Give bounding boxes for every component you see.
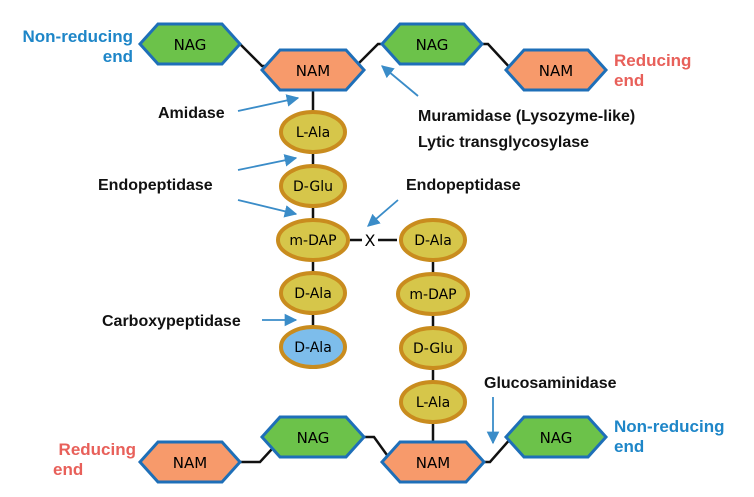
right-l-ala: L-Ala xyxy=(399,380,467,424)
nag-label: NAG xyxy=(174,36,207,54)
left-m-dap: m-DAP xyxy=(276,218,350,262)
left-l-ala: L-Ala xyxy=(279,110,347,154)
nam-label: NAM xyxy=(296,62,330,80)
amino-label: D-Glu xyxy=(413,341,453,357)
amino-label: D-Ala xyxy=(294,340,332,356)
amino-label: D-Ala xyxy=(294,286,332,302)
amino-label: L-Ala xyxy=(416,395,450,411)
endopeptidase-left-label: Endopeptidase xyxy=(98,177,213,194)
reducing-end-bottom-line2: end xyxy=(53,460,83,479)
nag-bottom-right: NAG xyxy=(503,415,609,459)
nag-label: NAG xyxy=(540,429,573,447)
nag-label: NAG xyxy=(297,429,330,447)
amidase-arrow xyxy=(237,94,300,112)
non-reducing-end-bottom-line2: end xyxy=(614,437,644,456)
nam-label: NAM xyxy=(539,62,573,80)
amino-label: m-DAP xyxy=(289,233,336,249)
nam-bottom-left: NAM xyxy=(137,440,243,484)
non-reducing-end-bottom-line1: Non-reducing xyxy=(614,417,725,436)
amino-label: D-Glu xyxy=(293,179,333,195)
right-d-ala: D-Ala xyxy=(399,218,467,262)
nam-top-right: NAM xyxy=(503,48,609,92)
nag-label: NAG xyxy=(416,36,449,54)
nag-top-left: NAG xyxy=(137,22,243,66)
endopeptidase-arrow-upper xyxy=(237,154,298,171)
glucosaminidase-label: Glucosaminidase xyxy=(484,375,617,392)
amino-label: L-Ala xyxy=(296,125,330,141)
muramidase-label: Muramidase (Lysozyme-like) xyxy=(418,108,635,125)
amino-label: m-DAP xyxy=(409,287,456,303)
reducing-end-bottom-line1: Reducing xyxy=(59,440,136,459)
reducing-end-top-line2: end xyxy=(614,71,644,90)
reducing-end-top-line1: Reducing xyxy=(614,51,691,70)
right-d-glu: D-Glu xyxy=(399,326,467,370)
carboxypeptidase-label: Carboxypeptidase xyxy=(102,313,241,330)
non-reducing-end-top-line1: Non-reducing xyxy=(23,27,134,46)
muramidase-arrow xyxy=(381,65,419,97)
left-d-ala-1: D-Ala xyxy=(279,271,347,315)
nam-top: NAM xyxy=(259,48,367,92)
endopeptidase-right-label: Endopeptidase xyxy=(406,177,521,194)
endopeptidase-arrow-lower xyxy=(237,199,298,218)
amino-label: D-Ala xyxy=(414,233,452,249)
nam-label: NAM xyxy=(416,454,450,472)
non-reducing-end-top-line2: end xyxy=(103,47,133,66)
endopeptidase-arrow-right xyxy=(367,199,399,227)
nag-bottom-left: NAG xyxy=(259,415,367,459)
left-d-glu: D-Glu xyxy=(279,164,347,208)
nam-bottom-mid: NAM xyxy=(379,440,487,484)
lytic-transglycosylase-label: Lytic transglycosylase xyxy=(418,134,589,151)
amidase-label: Amidase xyxy=(158,105,225,122)
left-d-ala-terminal: D-Ala xyxy=(279,325,347,369)
right-m-dap: m-DAP xyxy=(396,272,470,316)
nam-label: NAM xyxy=(173,454,207,472)
crosslink-mark: X xyxy=(365,231,376,250)
crosslink-mark-bg xyxy=(362,230,378,250)
nag-top-mid: NAG xyxy=(379,22,485,66)
